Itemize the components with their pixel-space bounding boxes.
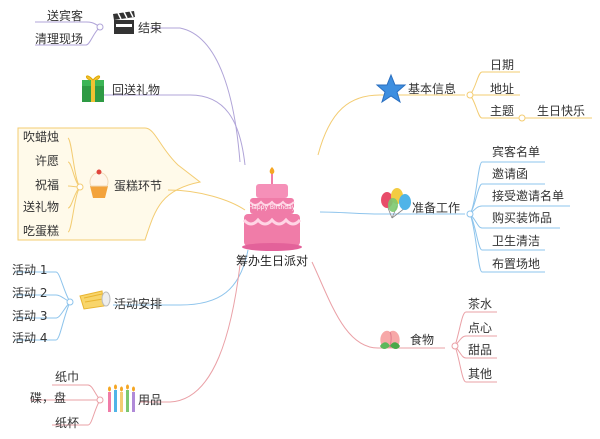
gift-box-icon xyxy=(82,75,104,102)
label-zhunbei: 准备工作 xyxy=(412,201,460,215)
node-huisong[interactable]: 回送礼物 xyxy=(82,75,160,102)
leaf-jiben-2[interactable]: 主题 xyxy=(490,104,514,118)
node-shiwu[interactable]: 食物 xyxy=(380,330,434,349)
junction-dots xyxy=(66,23,526,404)
leaf-zhunbei-5[interactable]: 布置场地 xyxy=(492,257,540,271)
star-icon xyxy=(375,73,407,104)
balloons-icon xyxy=(381,188,411,219)
leaf-jiben-1[interactable]: 地址 xyxy=(490,82,514,96)
leaf-yongpin-2[interactable]: 纸杯 xyxy=(55,416,79,430)
leaf-dangao-3[interactable]: 送礼物 xyxy=(23,199,59,214)
leaf-shiwu-0[interactable]: 茶水 xyxy=(468,296,492,311)
leaf-shiwu-1[interactable]: 点心 xyxy=(468,321,492,335)
leaf-dangao-1[interactable]: 许愿 xyxy=(35,154,59,168)
leaf-huodong-3[interactable]: 活动 4 xyxy=(12,331,47,345)
leaf-shiwu-2[interactable]: 甜品 xyxy=(468,343,492,357)
leaf-jiben-0[interactable]: 日期 xyxy=(490,58,514,72)
node-jiben[interactable]: 基本信息 xyxy=(375,73,456,104)
branch-line-dangao xyxy=(17,127,246,241)
leaf-zhunbei-4[interactable]: 卫生清洁 xyxy=(492,234,540,248)
leaf-yongpin-0[interactable]: 纸巾 xyxy=(55,370,79,384)
leaf-huodong-1[interactable]: 活动 2 xyxy=(12,286,47,300)
label-jieshu: 结束 xyxy=(138,21,162,35)
cake-text: Happy Birthday xyxy=(249,204,296,211)
branch-line-shiwu xyxy=(311,261,497,383)
node-yongpin[interactable]: 用品 xyxy=(108,384,162,413)
leaf-zhunbei-3[interactable]: 购买装饰品 xyxy=(492,210,552,225)
leaf-zhunbei-1[interactable]: 邀请函 xyxy=(492,166,528,181)
leaf-yongpin-1[interactable]: 碟，盘 xyxy=(30,390,66,405)
node-dangao[interactable]: 蛋糕环节 xyxy=(89,169,162,199)
leaf-zhunbei-0[interactable]: 宾客名单 xyxy=(492,144,540,159)
leaf-dangao-2[interactable]: 祝福 xyxy=(35,177,59,192)
badminton-icon xyxy=(79,290,111,310)
label-yongpin: 用品 xyxy=(138,393,162,407)
candles-icon xyxy=(108,384,135,412)
label-huisong: 回送礼物 xyxy=(112,82,160,97)
label-huodong: 活动安排 xyxy=(114,296,162,311)
label-shiwu: 食物 xyxy=(410,332,434,347)
leaf-zhunbei-2[interactable]: 接受邀请名单 xyxy=(492,188,564,203)
clapperboard-icon xyxy=(113,10,135,34)
leaf-jieshu-1[interactable]: 清理现场 xyxy=(35,32,83,46)
leaf-jieshu-0[interactable]: 送宾客 xyxy=(47,8,83,23)
leaf-shiwu-3[interactable]: 其他 xyxy=(468,367,492,381)
cupcake-icon xyxy=(89,169,109,198)
leaf-huodong-2[interactable]: 活动 3 xyxy=(12,309,47,323)
branch-line-huisong xyxy=(82,94,246,166)
node-zhunbei[interactable]: 准备工作 xyxy=(381,188,460,219)
leaf-dangao-4[interactable]: 吃蛋糕 xyxy=(23,224,59,238)
center-label: 筹办生日派对 xyxy=(236,253,308,268)
peach-icon xyxy=(380,330,400,349)
birthday-cake-icon: Happy Birthday xyxy=(242,167,302,251)
label-jiben: 基本信息 xyxy=(408,81,456,96)
leaf-jiben-sub[interactable]: 生日快乐 xyxy=(537,104,585,118)
leaf-huodong-0[interactable]: 活动 1 xyxy=(12,263,47,277)
leaf-dangao-0[interactable]: 吹蜡烛 xyxy=(23,130,59,144)
branch-line-huodong xyxy=(15,249,249,341)
center-node[interactable]: Happy Birthday 筹办生日派对 xyxy=(236,167,308,268)
node-huodong[interactable]: 活动安排 xyxy=(79,290,162,311)
node-jieshu[interactable]: 结束 xyxy=(113,10,162,35)
label-dangao: 蛋糕环节 xyxy=(114,179,162,193)
